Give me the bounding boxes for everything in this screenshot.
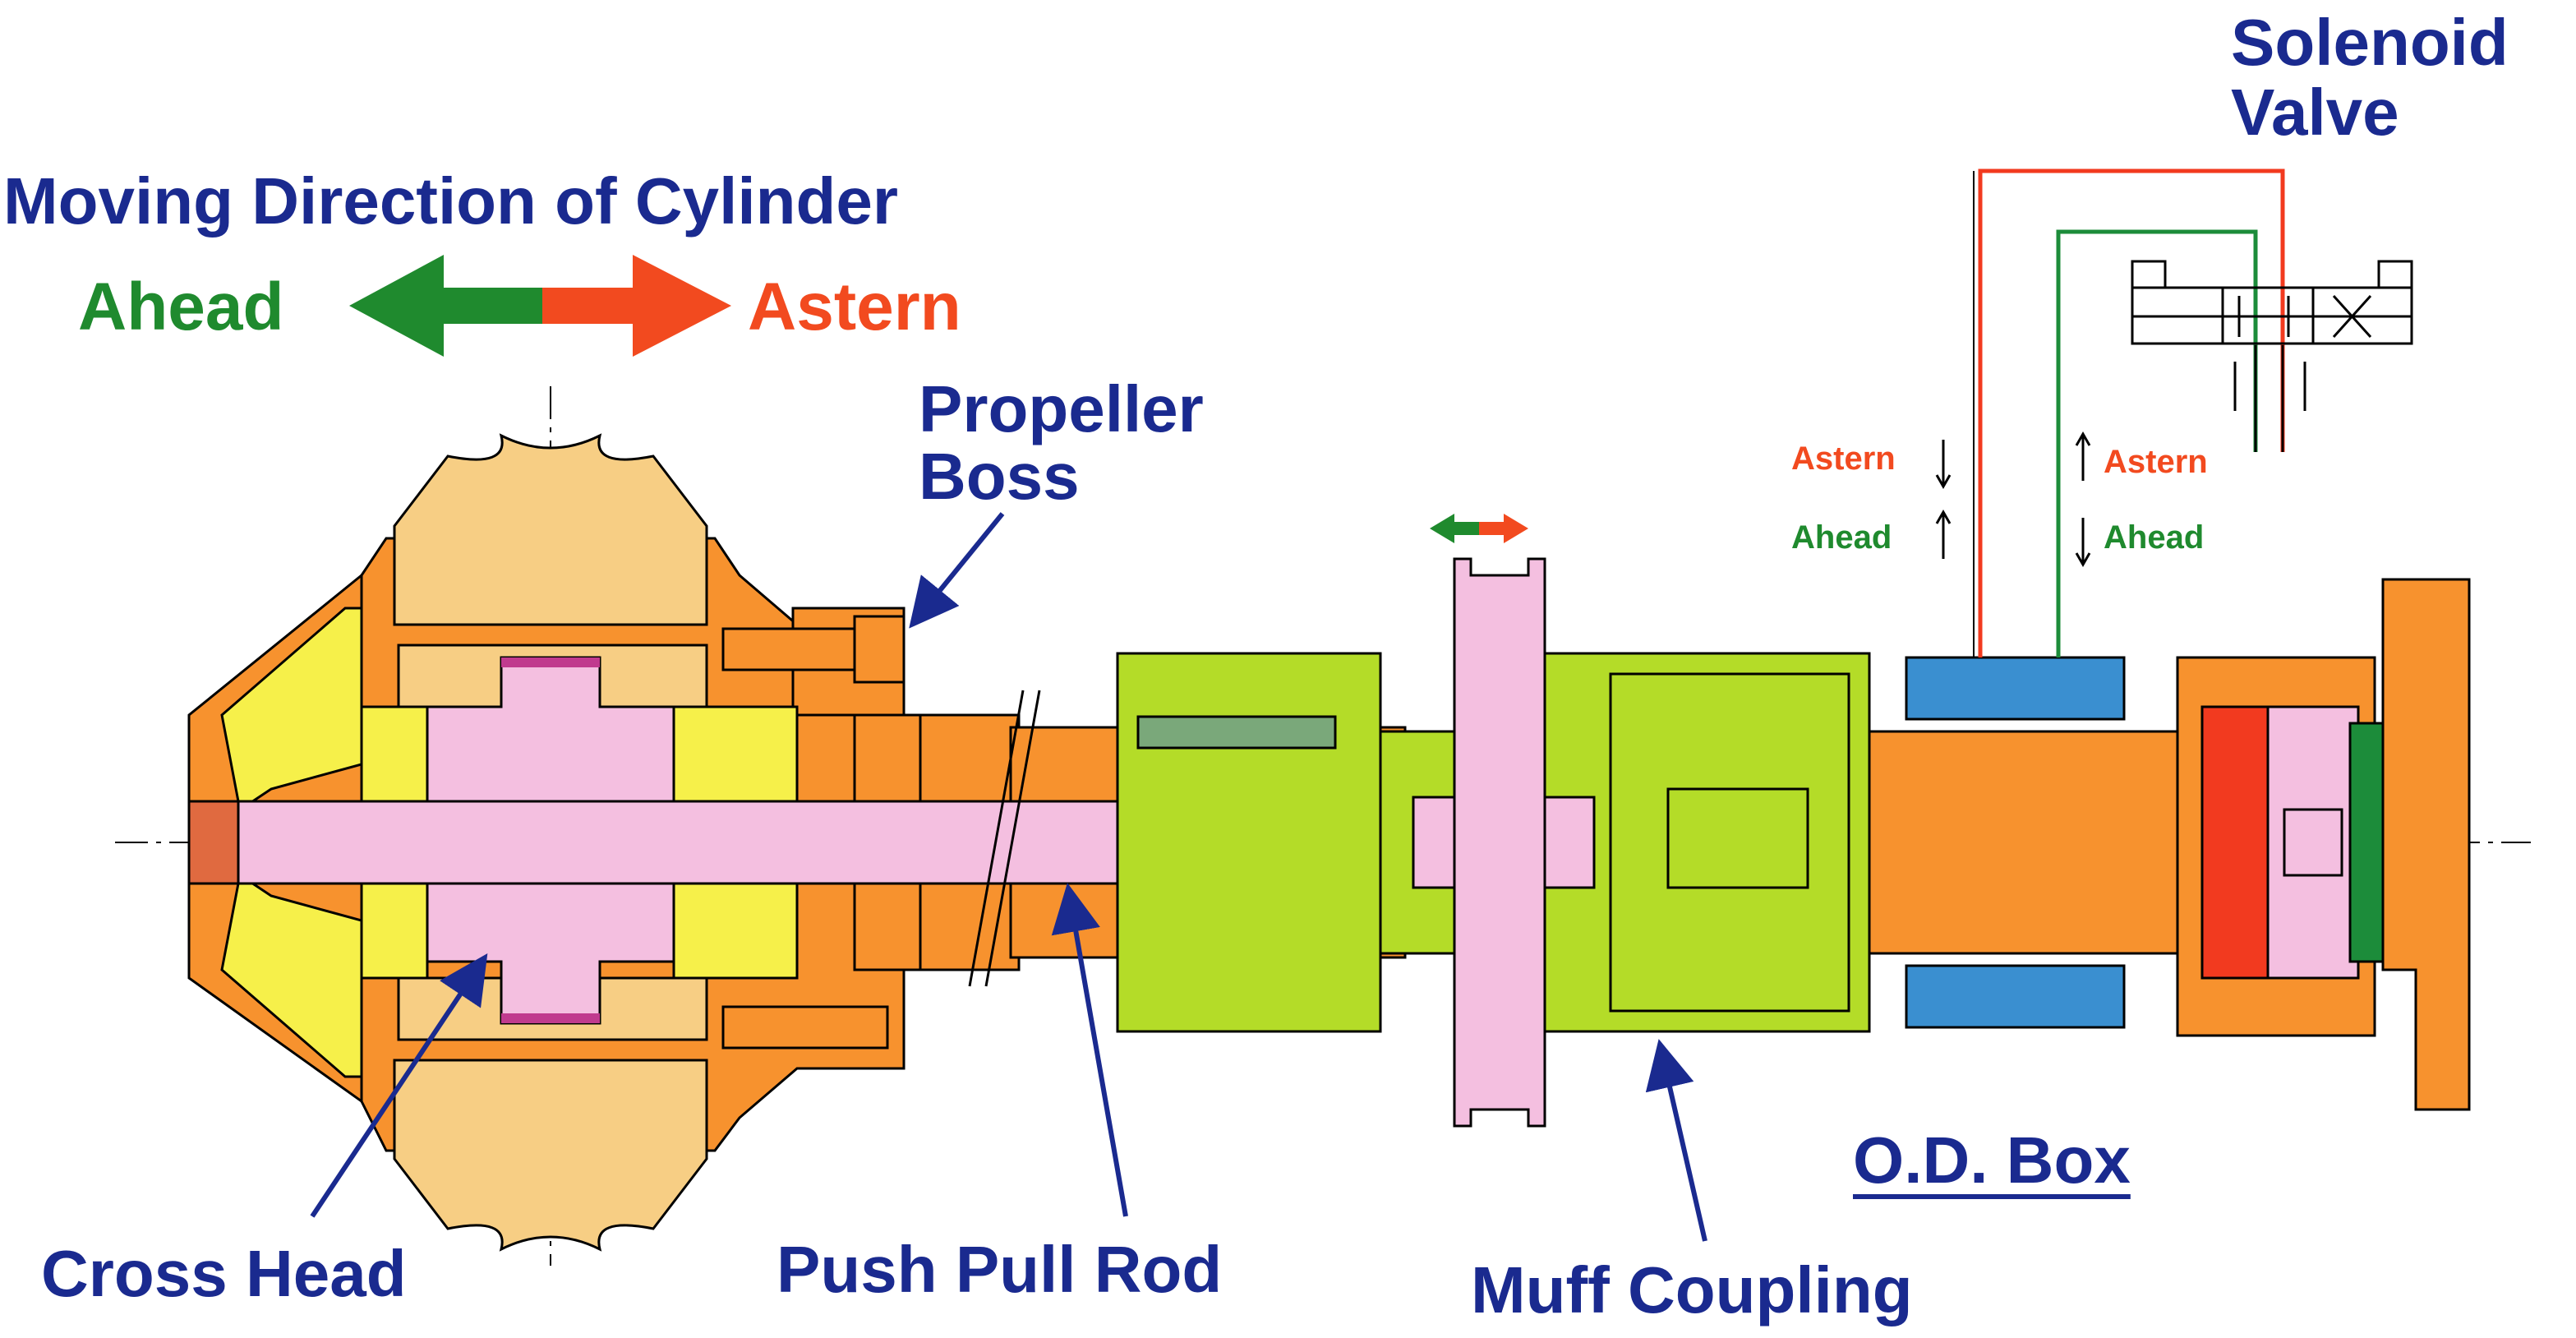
flow-ahead-left: Ahead <box>1791 519 1892 556</box>
hydraulic-lines <box>1973 168 2285 657</box>
muff-coupling-label: Muff Coupling <box>1471 1253 1913 1326</box>
flow-arrows <box>1935 431 2091 568</box>
propeller-label-line1: Propeller <box>919 372 1204 445</box>
leader-arrows <box>310 512 1707 1242</box>
disc-motion-arrow <box>1430 514 1528 543</box>
moving-direction-title: Moving Direction of Cylinder <box>3 164 898 238</box>
direction-arrow <box>349 255 731 357</box>
od-box-shape <box>1868 578 2471 1111</box>
muff-coupling-shape <box>1116 652 1871 1033</box>
push-pull-rod-label: Push Pull Rod <box>776 1233 1223 1306</box>
solenoid-label-line1: Solenoid <box>2231 6 2509 79</box>
cross-head-label: Cross Head <box>41 1237 407 1310</box>
bolt <box>721 615 906 1050</box>
ahead-label: Ahead <box>78 270 284 344</box>
flow-astern-right: Astern <box>2104 444 2208 480</box>
flow-ahead-right: Ahead <box>2104 519 2205 556</box>
propeller-label-line2: Boss <box>919 440 1080 513</box>
od-box-label: O.D. Box <box>1853 1123 2131 1197</box>
cylinder-disc <box>1453 557 1546 1128</box>
solenoid-valve-symbol <box>2131 260 2413 411</box>
astern-label: Astern <box>748 270 961 344</box>
flow-astern-left: Astern <box>1791 441 1896 477</box>
solenoid-label-line2: Valve <box>2231 76 2399 149</box>
